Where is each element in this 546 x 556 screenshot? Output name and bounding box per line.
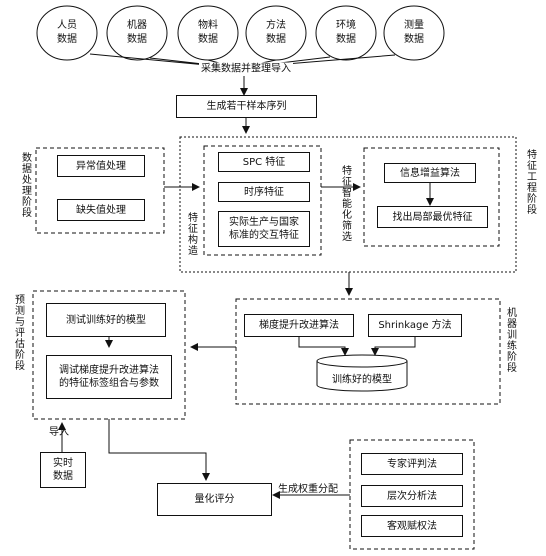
local-optimal-box: 找出局部最优特征 [377, 206, 488, 228]
source-measurement: 测量 数据 [404, 20, 424, 45]
generate-samples-box: 生成若干样本序列 [176, 95, 317, 118]
interaction-feature-box: 实际生产与国家 标准的交互特征 [218, 211, 310, 247]
objective-weight-box: 客观赋权法 [361, 515, 463, 537]
feature-selection-group [363, 147, 500, 247]
source-ellipse-2 [106, 5, 168, 61]
import-label: 导入 [49, 427, 69, 438]
timeseries-feature-box: 时序特征 [218, 182, 310, 202]
test-model-box: 测试训练好的模型 [46, 303, 166, 337]
data-processing-stage-label: 数据处理阶段 [22, 153, 32, 219]
model-training-stage-label: 机器训练阶段 [507, 308, 517, 374]
source-ellipse-5 [315, 5, 377, 61]
ahp-method-box: 层次分析法 [361, 485, 463, 507]
trained-model-cylinder [316, 361, 408, 392]
spc-feature-box: SPC 特征 [218, 152, 310, 172]
weighting-group [349, 439, 475, 550]
source-ellipse-1 [36, 5, 98, 61]
source-material: 物料 数据 [198, 20, 218, 45]
source-personnel: 人员 数据 [57, 20, 77, 45]
source-environment: 环境 数据 [336, 20, 356, 45]
missing-value-box: 缺失值处理 [57, 199, 145, 221]
trained-model-label: 训练好的模型 [332, 374, 392, 386]
tune-box: 调试梯度提升改进算法 的特征标签组合与参数 [46, 355, 172, 399]
info-gain-box: 信息增益算法 [384, 163, 476, 183]
feature-engineering-group [179, 136, 517, 273]
feature-construction-group [203, 145, 322, 256]
feature-selection-label: 特征智能化筛选 [342, 166, 352, 243]
outlier-box: 异常值处理 [57, 155, 145, 177]
source-machine: 机器 数据 [127, 20, 147, 45]
gbdt-box: 梯度提升改进算法 [244, 314, 354, 337]
source-ellipse-6 [383, 5, 445, 61]
quantify-score-box: 量化评分 [157, 483, 272, 516]
source-method: 方法 数据 [266, 20, 286, 45]
shrinkage-box: Shrinkage 方法 [368, 314, 462, 337]
feature-engineering-stage-label: 特征工程阶段 [527, 150, 537, 216]
expert-method-box: 专家评判法 [361, 453, 463, 475]
feature-construction-label: 特征构造 [188, 213, 198, 257]
data-processing-group [35, 147, 165, 234]
weight-allocation-label: 生成权重分配 [278, 484, 338, 495]
model-training-group [235, 298, 501, 405]
realtime-data-box: 实时 数据 [40, 452, 86, 488]
prediction-stage-label: 预测与评估阶段 [15, 295, 25, 372]
collect-label: 采集数据并整理导入 [199, 62, 293, 76]
